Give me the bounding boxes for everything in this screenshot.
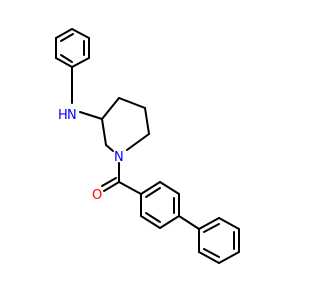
biphenyl-inner-ring xyxy=(140,181,180,229)
piperidine-ring xyxy=(101,97,150,152)
carbonyl-oxygen-label: O xyxy=(92,188,102,203)
molecule-structure-diagram: N H N O xyxy=(55,28,240,264)
carbonyl-double-bond xyxy=(101,177,120,192)
aniline-phenyl-ring xyxy=(55,28,90,68)
biphenyl-outer-ring xyxy=(198,217,240,264)
biphenyl-link-bond xyxy=(178,215,200,230)
amine-hydrogen-label: H xyxy=(58,108,68,123)
ring-nitrogen-label: N xyxy=(114,150,124,165)
amine-nitrogen-label: N xyxy=(67,108,77,123)
carbonyl-phenyl-bond xyxy=(118,181,142,195)
amine-piperidine-bond xyxy=(79,111,103,120)
